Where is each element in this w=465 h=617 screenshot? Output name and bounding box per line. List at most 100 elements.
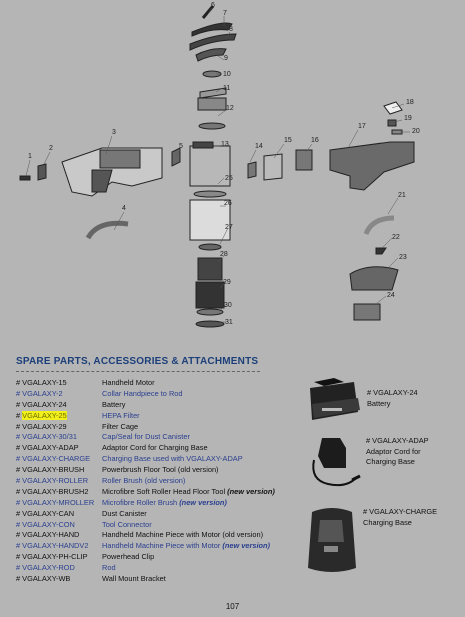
parts-list: # VGALAXY-15 Handheld Motor # VGALAXY-2 … xyxy=(16,378,316,585)
list-item: # VGALAXY-29 Filter Cage xyxy=(16,422,316,433)
part-desc-link[interactable]: Microfibre Roller Brush (new version) xyxy=(102,498,227,509)
callout-10: 10 xyxy=(223,71,231,78)
list-item[interactable]: # VGALAXY-25 HEPA Filter xyxy=(16,410,316,422)
part-3-grip xyxy=(91,169,113,193)
part-11-body xyxy=(197,97,227,111)
callout-20: 20 xyxy=(412,128,420,135)
callout-13: 13 xyxy=(221,141,229,148)
battery-image xyxy=(310,378,360,420)
callout-16: 16 xyxy=(311,137,319,144)
part-sku-highlighted[interactable]: # VGALAXY-25 xyxy=(16,410,102,422)
list-item[interactable]: # VGALAXY-ROLLER Roller Brush (old versi… xyxy=(16,476,316,487)
page-number: 107 xyxy=(225,602,240,611)
callout-26: 26 xyxy=(224,200,232,207)
part-sku: # VGALAXY-29 xyxy=(16,421,67,431)
accessory-sku: # VGALAXY-ADAP xyxy=(366,436,429,445)
part-sku-link[interactable]: # VGALAXY-ROLLER xyxy=(16,476,89,486)
part-28-filter xyxy=(197,257,223,281)
part-11 xyxy=(199,87,227,99)
part-sku-link[interactable]: # VGALAXY-30/31 xyxy=(16,432,77,442)
version-note: (new version) xyxy=(179,497,227,507)
desc-text: Microfibre Roller Brush xyxy=(102,497,180,507)
list-item[interactable]: # VGALAXY-CHARGE Charging Base used with… xyxy=(16,454,316,465)
part-sku-link[interactable]: # VGALAXY-HANDV2 xyxy=(16,541,89,551)
part-sku: # VGALAXY-15 xyxy=(16,378,67,387)
callout-11: 11 xyxy=(223,85,230,92)
part-sku-link[interactable]: # VGALAXY-CON xyxy=(16,519,75,529)
section-divider xyxy=(16,371,260,372)
part-desc-link[interactable]: Handheld Machine Piece with Motor (new v… xyxy=(102,541,270,552)
callout-21: 21 xyxy=(398,192,406,199)
part-25-hepa xyxy=(193,190,227,198)
list-item[interactable]: # VGALAXY-2 Collar Handpiece to Rod xyxy=(16,389,316,400)
list-item[interactable]: # VGALAXY-30/31 Cap/Seal for Dust Canist… xyxy=(16,432,316,443)
part-sku: # VGALAXY-CAN xyxy=(16,508,75,518)
list-item: # VGALAXY-PH-CLIP Powerhead Clip xyxy=(16,552,316,563)
highlighted-sku[interactable]: VGALAXY-25 xyxy=(22,410,67,420)
list-item: # VGALAXY-15 Handheld Motor xyxy=(16,378,316,389)
part-8 xyxy=(189,33,237,51)
list-item: # VGALAXY-BRUSH Powerbrush Floor Tool (o… xyxy=(16,465,316,476)
part-14 xyxy=(247,161,257,179)
desc-text: Microfibre Soft Roller Head Floor Tool xyxy=(102,486,228,496)
part-sku: # VGALAXY-BRUSH xyxy=(16,465,85,475)
part-6 xyxy=(201,5,215,19)
accessory-adaptor-label: # VGALAXY-ADAP Adaptor Cord for Charging… xyxy=(366,436,429,468)
part-9-collar xyxy=(195,48,227,62)
list-item[interactable]: # VGALAXY-CON Tool Connector xyxy=(16,520,316,531)
accessory-charger-label: # VGALAXY-CHARGE Charging Base xyxy=(363,507,437,528)
list-item[interactable]: # VGALAXY-ROD Rod xyxy=(16,563,316,574)
callout-17: 17 xyxy=(358,123,366,130)
version-note: (new version) xyxy=(227,486,275,496)
part-desc-link[interactable]: Cap/Seal for Dust Canister xyxy=(102,432,190,442)
part-desc: Powerbrush Floor Tool (old version) xyxy=(102,465,219,475)
callout-3: 3 xyxy=(112,129,116,136)
callout-27: 27 xyxy=(225,224,233,231)
part-26-canister xyxy=(189,199,231,241)
accessory-desc-line2: Charging Base xyxy=(366,457,415,466)
callout-5: 5 xyxy=(179,143,183,150)
part-5 xyxy=(171,147,181,167)
list-item: # VGALAXY-ADAP Adaptor Cord for Charging… xyxy=(16,443,316,454)
part-sku-link[interactable]: # VGALAXY-MROLLER xyxy=(16,497,95,507)
section-title: SPARE PARTS, ACCESSORIES & ATTACHMENTS xyxy=(16,356,259,367)
list-item[interactable]: # VGALAXY-HANDV2 Handheld Machine Piece … xyxy=(16,541,316,552)
part-desc-link[interactable]: HEPA Filter xyxy=(102,410,140,420)
callout-6: 6 xyxy=(211,2,215,9)
version-note: (new version) xyxy=(222,541,271,551)
part-sku-link[interactable]: # VGALAXY-CHARGE xyxy=(16,454,91,464)
part-desc-link[interactable]: Tool Connector xyxy=(102,519,152,529)
part-2 xyxy=(37,163,47,181)
part-13-top xyxy=(192,141,214,149)
part-sku-link[interactable]: # VGALAXY-2 xyxy=(16,388,63,398)
charging-base-image xyxy=(308,508,356,572)
list-item[interactable]: # VGALAXY-MROLLER Microfibre Roller Brus… xyxy=(16,498,316,509)
part-31 xyxy=(195,320,225,328)
part-desc: Powerhead Clip xyxy=(102,552,155,562)
part-sku: # VGALAXY-WB xyxy=(16,574,71,584)
part-desc-link[interactable]: Charging Base used with VGALAXY-ADAP xyxy=(102,454,243,464)
accessory-desc: Charging Base xyxy=(363,517,412,527)
part-sku: # VGALAXY-PH-CLIP xyxy=(16,552,88,562)
callout-15: 15 xyxy=(284,137,292,144)
sku-prefix: # xyxy=(16,410,23,420)
part-desc-link[interactable]: Roller Brush (old version) xyxy=(102,476,186,486)
accessory-battery-label: # VGALAXY-24 Battery xyxy=(367,388,418,409)
callout-4: 4 xyxy=(122,205,126,212)
accessory-sku: # VGALAXY-24 xyxy=(367,388,418,397)
part-desc-link[interactable]: Rod xyxy=(102,563,116,573)
callout-28: 28 xyxy=(220,251,228,258)
part-sku: # VGALAXY-HAND xyxy=(16,530,80,540)
callout-19: 19 xyxy=(404,115,412,122)
callout-8: 8 xyxy=(229,26,233,33)
part-desc: Handheld Machine Piece with Motor (old v… xyxy=(102,530,264,540)
part-sku-link[interactable]: # VGALAXY-ROD xyxy=(16,563,75,573)
callout-12: 12 xyxy=(226,105,234,112)
part-desc-link[interactable]: Collar Handpiece to Rod xyxy=(102,388,183,398)
part-24-battery xyxy=(353,303,381,321)
callout-18: 18 xyxy=(406,99,414,106)
callout-31: 31 xyxy=(225,319,233,326)
part-19 xyxy=(387,119,397,127)
part-1 xyxy=(19,175,31,181)
list-item: # VGALAXY-CAN Dust Canister xyxy=(16,509,316,520)
